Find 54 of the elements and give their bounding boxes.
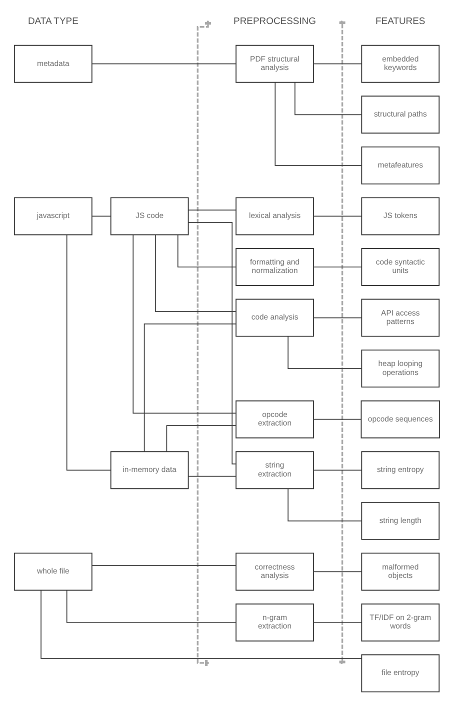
connector [188, 222, 236, 464]
connector [294, 82, 362, 116]
connector [176, 234, 236, 268]
node-box: opcode sequences [360, 400, 440, 438]
node-box: metadata [13, 44, 92, 83]
node-box: metafeatures [360, 146, 440, 184]
node-box: opcode extraction [235, 400, 314, 438]
node-box: formatting and normalization [235, 248, 314, 286]
label: DATA TYPE [27, 16, 78, 28]
connector [274, 82, 362, 166]
connector [312, 317, 362, 318]
connector [312, 266, 362, 268]
connector [287, 336, 362, 369]
node-box: string extraction [235, 451, 314, 490]
node-box: TF/IDF on 2-gram words [360, 604, 440, 642]
connector [312, 470, 362, 471]
connector [154, 234, 236, 312]
connector [287, 488, 362, 522]
node-box: in-memory data [110, 451, 188, 490]
connector [188, 476, 236, 477]
connector [91, 216, 111, 217]
label: PREPROCESSING [233, 16, 316, 28]
node-box: JS tokens [360, 197, 440, 236]
node-box: code analysis [235, 298, 314, 337]
node-box: correctness analysis [235, 552, 314, 591]
node-box: structural paths [360, 96, 440, 134]
node-box: heap looping operations [360, 350, 440, 388]
node-box: code syntactic units [360, 248, 440, 286]
connector [312, 571, 362, 572]
node-box: embedded keywords [360, 44, 440, 83]
node-box: malformed objects [360, 552, 440, 591]
connector [166, 425, 236, 452]
connector [312, 216, 362, 217]
node-box: string length [360, 502, 440, 540]
node-box: file entropy [360, 654, 440, 692]
connector [91, 63, 236, 64]
node-box: javascript [13, 197, 92, 236]
node-box: JS code [110, 197, 188, 236]
connector [66, 590, 236, 623]
node-box: PDF structural analysis [235, 44, 314, 83]
connector [66, 234, 111, 471]
label: FEATURES [375, 16, 425, 28]
connector [312, 622, 362, 623]
node-box: string entropy [360, 451, 440, 490]
node-box: whole file [13, 552, 92, 591]
node-box: lexical analysis [235, 197, 314, 236]
connector [132, 234, 236, 414]
connector [312, 418, 362, 420]
node-box: n-gram extraction [235, 604, 314, 642]
connector [312, 63, 362, 64]
connector [91, 565, 236, 566]
connector [40, 590, 362, 659]
connector [143, 324, 236, 452]
node-box: API access patterns [360, 298, 440, 337]
